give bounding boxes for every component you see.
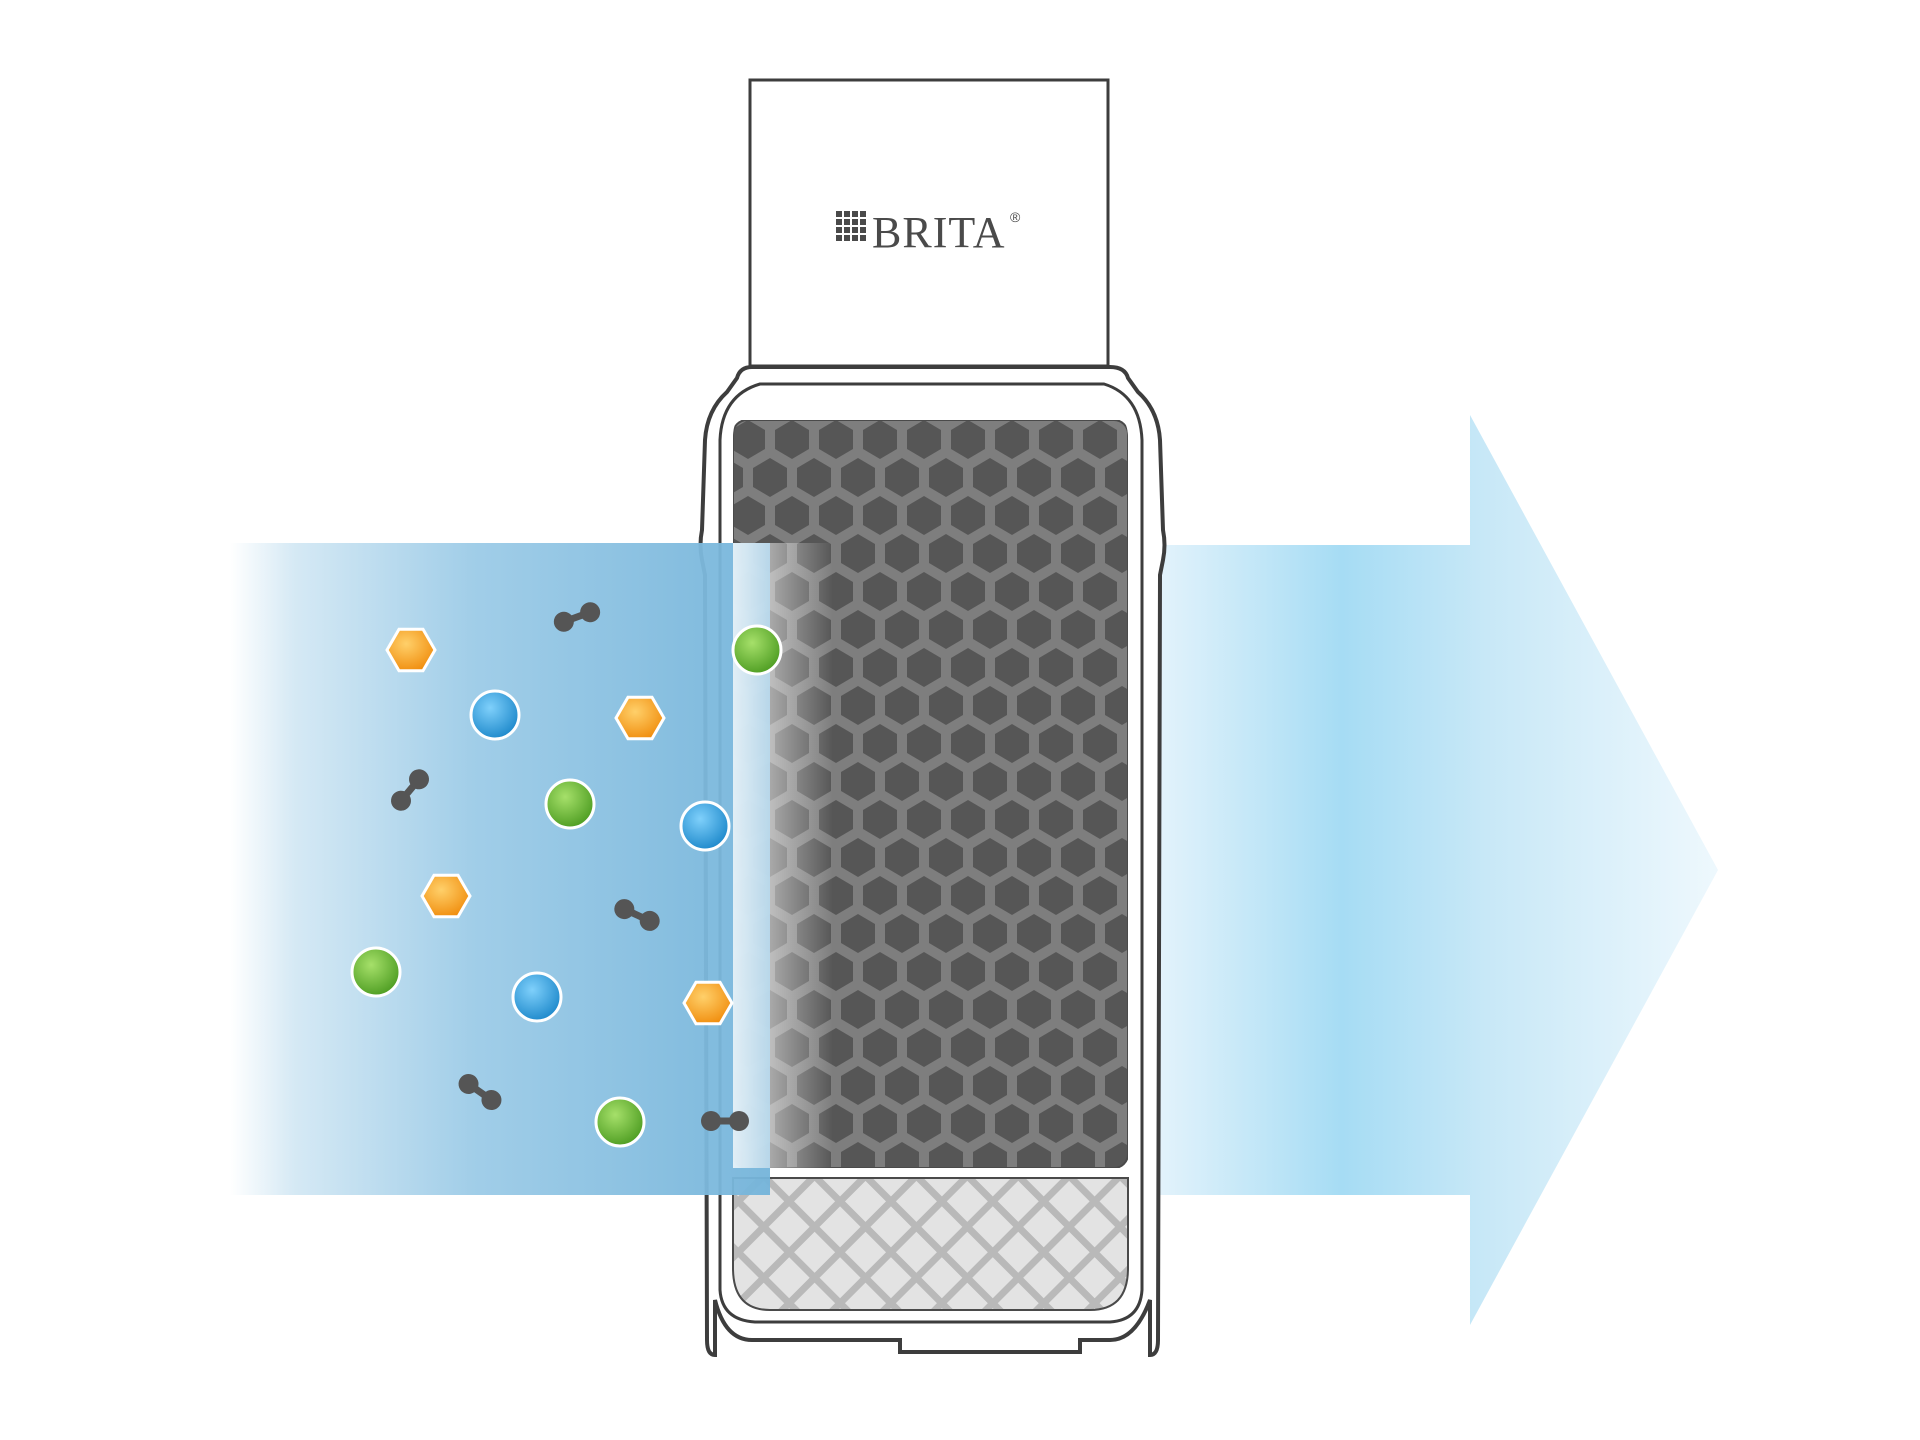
brita-logo: BRITA ® [836, 208, 1021, 257]
circle-green-particle [350, 946, 402, 998]
circle-green-particle [731, 624, 783, 676]
dumbbell-gray-particle [391, 769, 429, 811]
dumbbell-gray-particle [614, 899, 660, 931]
circle-blue-particle [469, 689, 521, 741]
dumbbell-gray-particle [553, 602, 601, 632]
hexagon-orange-particle [682, 980, 734, 1026]
circle-green-particle [594, 1096, 646, 1148]
circle-blue-particle [511, 971, 563, 1023]
hexagon-orange-particle [385, 627, 437, 673]
circle-blue-particle [679, 800, 731, 852]
dumbbell-gray-particle [701, 1111, 749, 1131]
brand-registered-mark: ® [1010, 209, 1021, 225]
impurity-particles [350, 602, 783, 1148]
circle-green-particle [544, 778, 596, 830]
hexagon-orange-particle [614, 695, 666, 741]
outflow-arrow [1140, 415, 1718, 1325]
cartridge-inner-outline [718, 382, 1144, 1324]
dumbbell-gray-particle [458, 1073, 502, 1111]
hexagon-orange-particle [420, 873, 472, 919]
mesh-chamber [732, 1177, 1129, 1311]
inflow-water-band [230, 543, 770, 1195]
brita-grid-icon [836, 211, 866, 241]
brand-wordmark: BRITA [872, 208, 1005, 257]
cartridge-cap [748, 78, 1110, 368]
